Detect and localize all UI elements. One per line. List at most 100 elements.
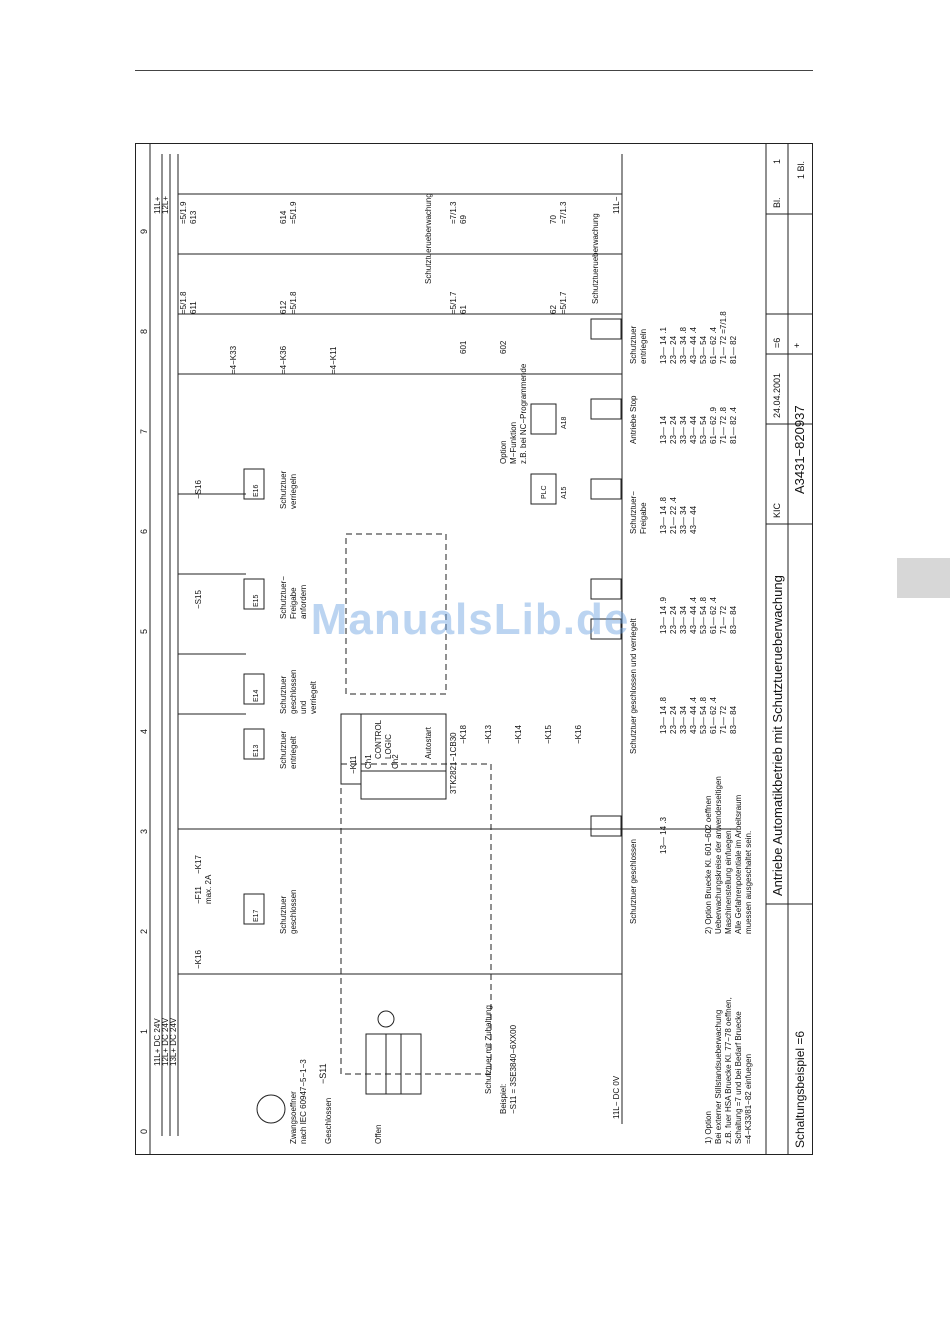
footnote-2-1: 2) Option Bruecke Kl. 601−602 oeffnen <box>704 796 713 934</box>
cap-right-1: Schutztuerueberwachung <box>424 193 433 284</box>
ct-k16-0: 13— 14 .1 <box>659 327 668 364</box>
ct-k13-7: 83— 84 <box>729 705 738 734</box>
column-4: 4 <box>139 729 149 734</box>
plus: + <box>792 343 802 348</box>
schematic-sheet <box>135 143 813 1155</box>
ct-k16-6: 71— 72 =7/1.8 <box>719 311 728 364</box>
rref-6: 612 <box>279 300 288 314</box>
k14: −K14 <box>514 725 523 744</box>
rref-3: 611 <box>189 301 198 314</box>
cap-e16-2: verriegeln <box>289 474 298 509</box>
rail-right-11l: 11L+ <box>153 196 162 214</box>
plc-e14: E14 <box>253 689 260 702</box>
column-7: 7 <box>139 429 149 434</box>
rail-ground: 11L− DC 0V <box>612 1075 621 1119</box>
zwang-1: Zwangsoeffner <box>289 1091 298 1144</box>
column-9: 9 <box>139 229 149 234</box>
cap-right-2: Schutztuerueberwachung <box>591 213 600 304</box>
cap-k16-1: Schutztuer <box>629 325 638 364</box>
rref-0: =5/1.9 <box>179 201 188 224</box>
footnote-1-3: z.B. fuer HSA Bruecke Kl. 77−78 oeffnen, <box>724 997 733 1144</box>
rref-11: 61 <box>459 305 468 314</box>
rotated-drawing: Antriebe Automatikbetrieb mit Schutztuer… <box>139 144 812 1154</box>
column-5: 5 <box>139 629 149 634</box>
cap-e14-3: und <box>299 701 308 714</box>
footnote-1-4: Schaltung =7 und bei Bedarf Bruecke <box>734 1011 743 1144</box>
rref-5: =5/1.9 <box>289 201 298 224</box>
ct-k18-1: 23— 24 <box>669 415 678 444</box>
ct-k18-0: 13— 14 <box>659 415 668 444</box>
ct-k18-7: 81— 82 .4 <box>729 407 738 444</box>
ct-k13-1: 23— 24 <box>669 705 678 734</box>
ct-k14-2: 33— 34 <box>679 605 688 634</box>
k17: −K17 <box>194 855 203 874</box>
cap-e14-2: geschlossen <box>289 670 298 714</box>
geschlossen: Geschlossen <box>324 1098 333 1144</box>
rref-9: 69 <box>459 215 468 224</box>
s11-label: −S11 <box>318 1063 328 1084</box>
ct-k18-2: 33— 34 <box>679 415 688 444</box>
footnote-1-1: 1) Option <box>704 1111 713 1144</box>
zwang-2: nach IEC 60947−5−1−3 <box>299 1059 308 1144</box>
zuhaltung: Schutztuer mit Zuhaltung <box>484 1005 493 1094</box>
plc-label: PLC <box>541 485 548 499</box>
ct-k13-4: 53— 54 .8 <box>699 697 708 734</box>
f11-1: −F11 <box>194 886 203 904</box>
footnote-1-2: Bei externer Stillstandsueberwachung <box>714 1010 723 1144</box>
cap-k15-2: Freigabe <box>639 502 648 534</box>
beispiel-2: −S11 = 3SE3840−6XX00 <box>509 1024 518 1114</box>
chapter-tab <box>897 558 950 598</box>
term-602: 602 <box>499 340 508 354</box>
doc-number: A3431−820937 <box>792 405 807 494</box>
rail-right-ground: 11L− <box>612 196 621 214</box>
option-mf-1: Option <box>499 440 508 464</box>
rref-2: =5/1.8 <box>179 291 188 314</box>
watermark: ManualsLib.de <box>310 595 630 644</box>
k11: −K11 <box>349 755 358 774</box>
footnote-2-4: Alle Gefahrenpotentiale im Arbeitsraum <box>734 794 743 934</box>
ct-k15-1: 21— 22 .4 <box>669 497 678 534</box>
ct-k13-6: 71— 72 <box>719 705 728 734</box>
ch2: Ch2 <box>391 754 400 769</box>
cap-e17-2: geschlossen <box>289 890 298 934</box>
ct-k13-0: 13— 14 .8 <box>659 697 668 734</box>
ct-k14-0: 13— 14 .9 <box>659 597 668 634</box>
schematic-canvas: Antriebe Automatikbetrieb mit Schutztuer… <box>136 144 812 1154</box>
footnote-2-3: Maschinenstellung einfuegen. <box>724 828 733 934</box>
ct-k15-0: 13— 14 .8 <box>659 497 668 534</box>
ct-k14-1: 23— 24 <box>669 605 678 634</box>
ct-k16-2: 33— 34 .8 <box>679 327 688 364</box>
sheet-label: Bl. <box>772 197 782 208</box>
a15: A15 <box>561 486 568 499</box>
date: 24.04.2001 <box>772 373 782 418</box>
page-top-rule <box>135 70 813 71</box>
rref-4: 614 <box>279 210 288 224</box>
k11-b: =4−K11 <box>329 346 338 374</box>
rref-14: 62 <box>549 305 558 314</box>
column-0: 0 <box>139 1129 149 1134</box>
ct-k13-2: 33— 34 <box>679 705 688 734</box>
control-logic-1: CONTROL <box>374 719 383 759</box>
ct-k14-3: 43— 44 .4 <box>689 597 698 634</box>
plc-e15: E15 <box>253 594 260 607</box>
ct-k13-5: 61— 62 .4 <box>709 697 718 734</box>
term-601: 601 <box>459 340 468 354</box>
ct-k15-2: 33— 34 <box>679 505 688 534</box>
column-1: 1 <box>139 1029 149 1034</box>
cap-e13-2: entriegelt <box>289 735 298 769</box>
dept: KIC <box>772 502 782 518</box>
k36: =4−K36 <box>279 345 288 374</box>
sheet-total: 1 Bl. <box>796 161 806 179</box>
device: 3TK2821−1CB30 <box>449 732 458 794</box>
cap-e13-1: Schutztuer <box>279 730 288 769</box>
plc-e17: E17 <box>253 909 260 922</box>
ct-k16-4: 53— 54 <box>699 335 708 364</box>
footnote-2-2: Ueberwachungskreise der anwenderseitigen <box>714 776 723 934</box>
ct-k14-4: 53— 54 .8 <box>699 597 708 634</box>
cap-k16-2: entriegeln <box>639 329 648 364</box>
ct-k14-6: 71— 72 <box>719 605 728 634</box>
option-mf-2: M−Funktion <box>509 422 518 464</box>
rail-right-12l: 12L+ <box>161 196 170 214</box>
ct-k16-1: 23— 24 <box>669 335 678 364</box>
beispiel-1: Beispiel: <box>499 1084 508 1114</box>
